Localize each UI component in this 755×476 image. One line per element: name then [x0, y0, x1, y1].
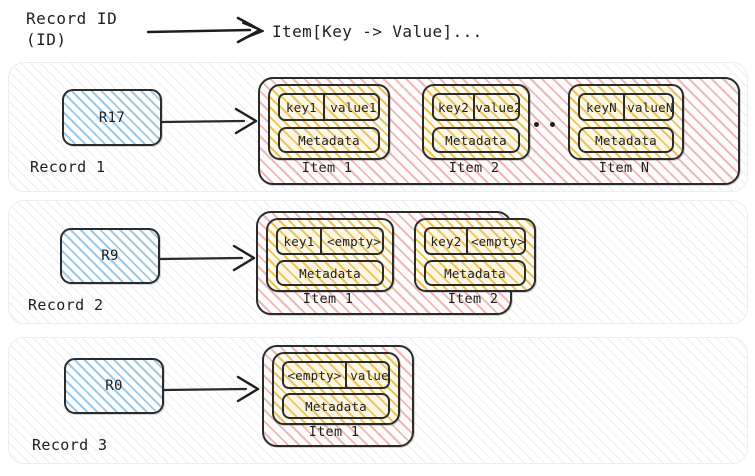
item-label: Item N: [598, 160, 650, 176]
record-id-box[interactable]: R0: [64, 358, 164, 414]
key-cell: key1: [278, 229, 322, 253]
item-box[interactable]: <empty> value Metadata: [272, 352, 400, 425]
record-id-label: R9: [101, 248, 119, 264]
value-cell: <empty>: [322, 229, 382, 253]
dot-icon: [550, 122, 555, 127]
value-cell: value1: [324, 95, 378, 119]
record-row-label: Record 1: [30, 158, 106, 176]
dot-icon: [534, 122, 539, 127]
item-box[interactable]: key2 <empty> Metadata: [414, 218, 536, 292]
key-value-row: keyN valueN: [578, 93, 674, 121]
metadata-cell: Metadata: [282, 393, 390, 419]
item-box[interactable]: key1 value1 Metadata: [268, 84, 390, 160]
metadata-cell: Metadata: [424, 260, 526, 286]
header-source-label: Record ID (ID): [26, 9, 118, 49]
record-id-box[interactable]: R9: [60, 228, 160, 284]
key-cell: key2: [426, 229, 468, 253]
ellipsis-dots: [534, 122, 555, 127]
metadata-cell: Metadata: [578, 127, 674, 153]
arrow-right-icon: [162, 375, 260, 403]
metadata-cell: Metadata: [278, 127, 380, 153]
arrow-right-icon: [158, 244, 256, 272]
key-value-row: key2 <empty>: [424, 227, 526, 255]
record-row-label: Record 3: [32, 436, 108, 454]
value-cell: <empty>: [468, 229, 524, 253]
key-cell: key2: [434, 95, 475, 119]
long-right-arrow-icon: [146, 16, 264, 44]
key-value-row: key2 value2: [432, 93, 520, 121]
record-id-box[interactable]: R17: [62, 89, 162, 146]
item-box[interactable]: key1 <empty> Metadata: [266, 218, 394, 292]
key-cell: key1: [280, 95, 325, 119]
item-label: Item 2: [448, 160, 500, 176]
value-cell: value: [347, 363, 388, 387]
item-label: Item 1: [301, 160, 353, 176]
record-id-label: R17: [98, 109, 126, 126]
item-box[interactable]: key2 value2 Metadata: [422, 84, 530, 160]
key-cell: <empty>: [284, 363, 347, 387]
record-row-label: Record 2: [28, 296, 104, 314]
record-id-label: R0: [105, 378, 123, 394]
item-box[interactable]: keyN valueN Metadata: [568, 84, 684, 160]
header-target-label: Item[Key -> Value]...: [272, 22, 483, 41]
key-cell: keyN: [580, 95, 625, 119]
arrow-right-icon: [160, 107, 258, 135]
item-label: Item 1: [308, 424, 360, 440]
diagram-header: Record ID (ID) Item[Key -> Value]...: [0, 0, 755, 58]
key-value-row: key1 <empty>: [276, 227, 384, 255]
metadata-cell: Metadata: [432, 127, 520, 153]
value-cell: value2: [475, 95, 518, 119]
metadata-cell: Metadata: [276, 260, 384, 286]
key-value-row: key1 value1: [278, 93, 380, 121]
value-cell: valueN: [624, 95, 672, 119]
item-label: Item 2: [447, 291, 499, 307]
key-value-row: <empty> value: [282, 361, 390, 389]
item-label: Item 1: [302, 291, 354, 307]
